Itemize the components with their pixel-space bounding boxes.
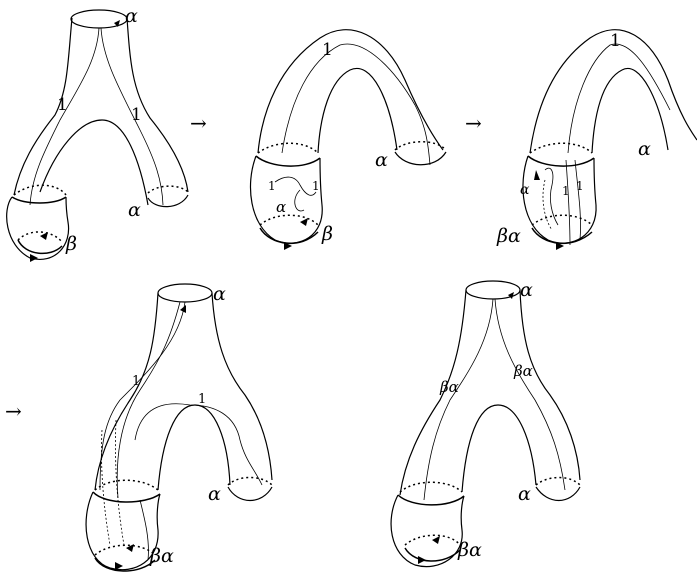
panel-2: 1 1 α 1 α β [250, 30, 446, 250]
top-alpha-label: α [520, 279, 533, 301]
top-alpha-label: α [125, 5, 138, 27]
inner-1a: 1 [562, 184, 570, 198]
bottom-beta-label: β [65, 233, 77, 255]
bottom-beta-label: β [321, 223, 333, 245]
strand-right-label: βα [513, 362, 533, 380]
strand-top-label: 1 [610, 31, 621, 51]
bottom-betaalpha-label: βα [457, 539, 482, 561]
strand-left-label: 1 [57, 95, 68, 115]
side-alpha-label: α [638, 138, 651, 160]
arrow-1: → [190, 111, 207, 135]
side-alpha-label: α [128, 199, 141, 221]
side-alpha-label: α [208, 483, 221, 505]
panel-1: α α β 1 1 [7, 5, 188, 262]
strand-top-label: 1 [322, 40, 333, 60]
arrow-3: → [5, 399, 22, 423]
inner-1b: 1 [312, 179, 320, 193]
strand-left-label: 1 [132, 374, 140, 389]
panel-4: α α βα 1 1 [86, 283, 272, 571]
side-alpha-label: α [518, 483, 531, 505]
side-alpha-label: α [375, 149, 388, 171]
panel-5: α α βα βα βα [391, 279, 580, 567]
bottom-betaalpha-label: βα [149, 545, 174, 567]
bottom-betaalpha-label: βα [496, 225, 521, 247]
top-alpha-label: α [213, 283, 226, 305]
inner-alpha: α [520, 182, 530, 198]
arrow-2: → [465, 111, 482, 135]
strand-left-label: βα [439, 378, 459, 396]
strand-right-label: 1 [198, 392, 206, 407]
inner-1a: 1 [268, 179, 276, 193]
strand-right-label: 1 [131, 105, 142, 125]
inner-1b: 1 [576, 179, 584, 193]
inner-alpha: α [276, 198, 286, 216]
panel-3: α 1 1 1 α βα [496, 30, 697, 250]
